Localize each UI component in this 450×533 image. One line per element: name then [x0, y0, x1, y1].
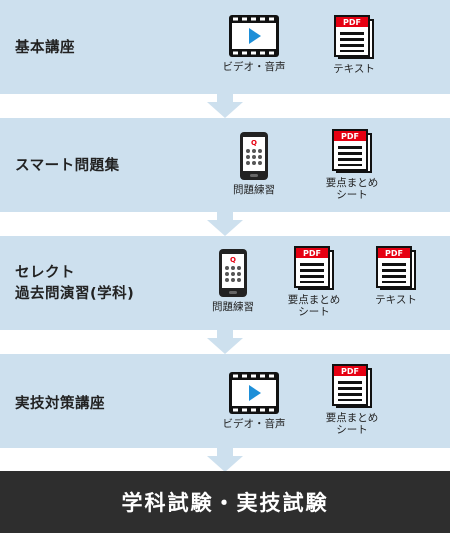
course-title: 基本講座 — [15, 40, 75, 56]
material-video[interactable]: ビデオ・音声 — [212, 14, 296, 73]
pdf-icon: PDF — [376, 246, 416, 290]
pdf-icon: PDF — [332, 129, 372, 173]
phone-quiz-icon: Q — [240, 132, 268, 180]
down-arrow-icon — [207, 330, 243, 354]
down-arrow-icon — [207, 94, 243, 118]
down-arrow-icon — [207, 448, 243, 472]
course-section-basic: 基本講座 ビデオ・音声 PDF テキスト — [0, 0, 450, 94]
down-arrow-icon — [207, 212, 243, 236]
course-title: スマート問題集 — [15, 158, 120, 174]
material-label: 要点まとめ シート — [325, 177, 379, 201]
material-pdf[interactable]: PDF テキスト — [354, 245, 438, 306]
video-icon — [229, 15, 279, 57]
final-exam-banner: 学科試験・実技試験 — [0, 471, 450, 533]
pdf-badge-text: PDF — [341, 367, 359, 376]
material-label: 要点まとめ シート — [287, 294, 341, 318]
material-label: 問題練習 — [233, 184, 275, 196]
material-pdf[interactable]: PDF 要点まとめ シート — [272, 245, 356, 318]
course-title: 実技対策講座 — [15, 396, 105, 412]
material-label: 要点まとめ シート — [325, 412, 379, 436]
quiz-badge-text: Q — [230, 256, 236, 264]
material-label: テキスト — [333, 63, 375, 75]
video-icon — [229, 372, 279, 414]
material-label: テキスト — [375, 294, 417, 306]
material-video[interactable]: ビデオ・音声 — [212, 371, 296, 430]
material-pdf[interactable]: PDF テキスト — [312, 14, 396, 75]
material-label: 問題練習 — [212, 301, 254, 313]
pdf-badge-text: PDF — [385, 249, 403, 258]
final-exam-label: 学科試験・実技試験 — [121, 491, 329, 515]
pdf-icon: PDF — [332, 364, 372, 408]
material-label: ビデオ・音声 — [222, 61, 286, 73]
pdf-badge-text: PDF — [341, 132, 359, 141]
course-section-practical: 実技対策講座 ビデオ・音声 PDF 要点まとめ シート — [0, 354, 450, 448]
pdf-badge-text: PDF — [343, 18, 361, 27]
pdf-icon: PDF — [294, 246, 334, 290]
material-pdf[interactable]: PDF 要点まとめ シート — [310, 363, 394, 436]
pdf-icon: PDF — [334, 15, 374, 59]
course-section-smart: スマート問題集 Q 問題練習 PDF 要点まとめ シート — [0, 118, 450, 212]
pdf-badge-text: PDF — [303, 249, 321, 258]
material-quiz[interactable]: Q 問題練習 — [191, 248, 275, 313]
material-quiz[interactable]: Q 問題練習 — [212, 131, 296, 196]
quiz-badge-text: Q — [251, 139, 257, 147]
phone-quiz-icon: Q — [219, 249, 247, 297]
material-label: ビデオ・音声 — [222, 418, 286, 430]
course-section-select: セレクト 過去問演習(学科) Q 問題練習 PDF 要点まとめ シート PDF — [0, 236, 450, 330]
course-title: セレクト 過去問演習(学科) — [15, 265, 135, 302]
material-pdf[interactable]: PDF 要点まとめ シート — [310, 128, 394, 201]
